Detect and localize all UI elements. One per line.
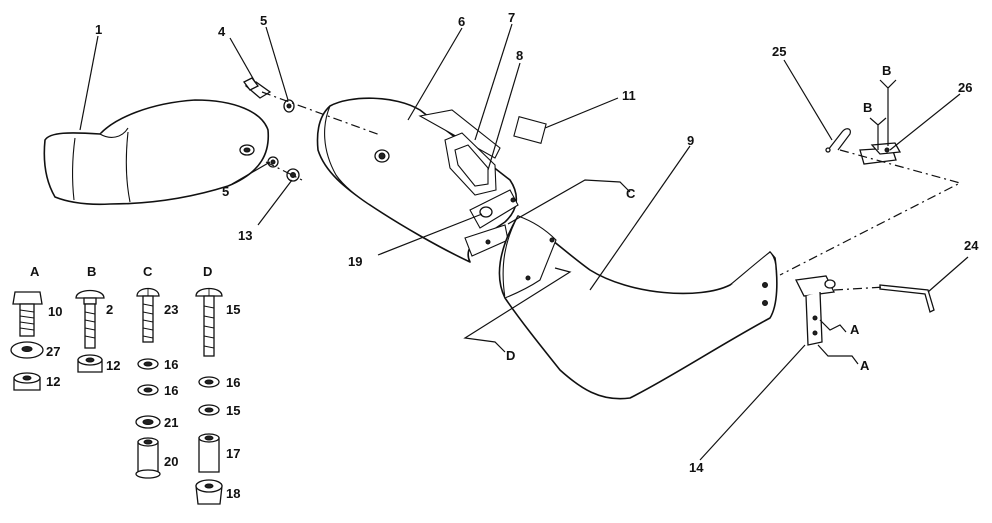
leader-5b <box>231 161 271 185</box>
part-24-rod <box>879 284 935 313</box>
ref-d: D <box>506 348 515 363</box>
callout-26: 26 <box>958 80 972 95</box>
callout-8: 8 <box>516 48 523 63</box>
leader-b2 <box>879 79 897 146</box>
leader-11 <box>544 97 619 129</box>
part-25-hairpin <box>825 128 851 153</box>
hw-col-b-bolt-label: 2 <box>106 302 113 317</box>
leader-a2 <box>817 344 859 365</box>
hw-col-b-nut-label: 12 <box>106 358 120 373</box>
leader-24 <box>927 256 969 293</box>
part-4-bolt <box>243 77 272 99</box>
leader-a1 <box>819 319 847 333</box>
hw-col-c-spacer-label: 20 <box>164 454 178 469</box>
hw-col-d-spacer-label: 17 <box>226 446 240 461</box>
hardware-col-a <box>10 291 44 391</box>
hardware-col-d <box>195 287 223 505</box>
callout-11: 11 <box>622 88 636 103</box>
hardware-col-c <box>135 287 161 479</box>
ref-b-upper: B <box>882 63 891 78</box>
ref-b-lower: B <box>863 100 872 115</box>
hw-col-c-title: C <box>143 264 153 279</box>
hw-col-a-nut-label: 12 <box>46 374 60 389</box>
part-26-bracket <box>859 142 902 165</box>
callout-9: 9 <box>687 133 694 148</box>
hw-col-d-nut-label: 18 <box>226 486 240 501</box>
part-9-moldboard <box>498 215 778 400</box>
hw-col-c-washer1-label: 16 <box>164 357 178 372</box>
callout-6: 6 <box>458 14 465 29</box>
hw-col-d-washer2-label: 15 <box>226 403 240 418</box>
callout-19: 19 <box>348 254 362 269</box>
callout-4: 4 <box>218 24 226 39</box>
hw-col-c-bolt-label: 23 <box>164 302 178 317</box>
alignment-line-bolt <box>261 91 381 136</box>
part-13-nut <box>286 168 300 182</box>
hw-col-c-washer3-label: 21 <box>164 415 178 430</box>
part-11-decal <box>513 116 547 144</box>
leader-1 <box>79 35 99 131</box>
leader-13 <box>257 179 293 226</box>
leader-25 <box>783 59 833 141</box>
alignment-line-nut <box>265 161 303 181</box>
hw-col-a-washer-label: 27 <box>46 344 60 359</box>
leader-6 <box>407 27 463 121</box>
leader-14 <box>699 344 806 461</box>
leader-7 <box>474 23 513 141</box>
callout-5-upper: 5 <box>260 13 267 28</box>
callout-13: 13 <box>238 228 252 243</box>
alignment-line-bracket <box>779 149 962 276</box>
leader-26 <box>889 93 961 151</box>
alignment-line-rod <box>833 286 886 291</box>
ref-c: C <box>626 186 636 201</box>
leader-c <box>507 179 631 225</box>
hw-col-d-title: D <box>203 264 212 279</box>
hw-col-a-title: A <box>30 264 40 279</box>
hardware-col-b <box>75 289 105 373</box>
callout-14: 14 <box>689 460 704 475</box>
leader-9 <box>589 145 691 291</box>
hw-col-a-bolt-label: 10 <box>48 304 62 319</box>
leader-d <box>463 267 572 353</box>
callout-24: 24 <box>964 238 979 253</box>
leader-19 <box>377 213 483 256</box>
callout-5-lower: 5 <box>222 184 229 199</box>
part-5-washer-upper <box>283 99 295 113</box>
part-14-hinge <box>795 275 836 346</box>
hw-col-c-washer2-label: 16 <box>164 383 178 398</box>
hw-col-d-washer1-label: 16 <box>226 375 240 390</box>
leader-4 <box>229 37 256 83</box>
ref-a-upper: A <box>850 322 860 337</box>
leader-b1 <box>869 117 887 150</box>
callout-25: 25 <box>772 44 786 59</box>
hw-col-d-bolt-label: 15 <box>226 302 240 317</box>
hw-col-b-title: B <box>87 264 96 279</box>
leader-5a <box>265 26 289 101</box>
part-6-chute <box>316 97 519 263</box>
leader-8 <box>487 62 521 171</box>
callout-1: 1 <box>95 22 102 37</box>
callout-7: 7 <box>508 10 515 25</box>
part-1-shield <box>43 99 270 206</box>
ref-a-lower: A <box>860 358 870 373</box>
